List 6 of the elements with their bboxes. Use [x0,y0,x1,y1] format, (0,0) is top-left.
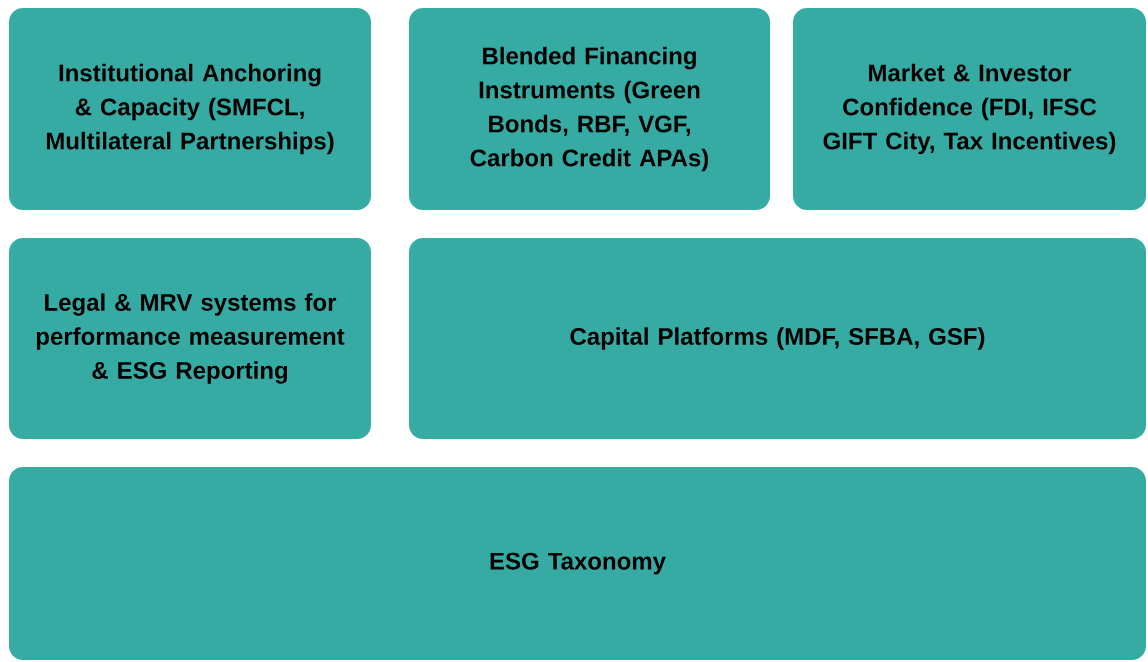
process-box: Capital Platforms (MDF, SFBA, GSF) [409,238,1146,439]
process-box: Blended Financing Instruments (Green Bonds, RBF, VGF, Carbon Credit APAs) [409,8,770,210]
process-box: Institutional Anchoring & Capacity (SMFCL, Multilateral Partnerships) [9,8,371,210]
process-box: ESG Taxonomy [9,467,1146,660]
process-box: Market & Investor Confidence (FDI, IFSC GIFT City, Tax Incentives) [793,8,1146,210]
process-box: Legal & MRV systems for performance measurement & ESG Reporting [9,238,371,439]
